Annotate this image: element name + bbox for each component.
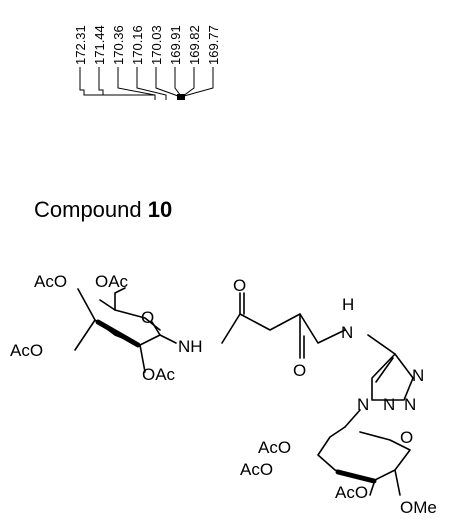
peak-label-1: 172.31 xyxy=(73,25,88,65)
atom-triazole-n-mid: N xyxy=(383,395,395,414)
atom-oac-top: OAc xyxy=(95,272,129,291)
atom-carbonyl-o-top: O xyxy=(233,276,246,295)
peak-label-8: 169.77 xyxy=(206,25,221,65)
peak-label-3: 170.36 xyxy=(111,25,126,65)
structure-bonds xyxy=(74,287,414,496)
linker-bonds xyxy=(221,313,346,344)
ring1-c4-c3 xyxy=(74,319,96,351)
atom-ring2-o: O xyxy=(400,428,413,447)
atom-ome: OMe xyxy=(400,498,437,517)
ring1-o-c1 xyxy=(151,321,161,336)
atom-aco-left: AcO xyxy=(10,341,43,360)
peak-label-2: 171.44 xyxy=(92,25,107,65)
compound-title-number: 10 xyxy=(148,197,172,222)
atom-aco-r2-top: AcO xyxy=(258,438,291,457)
ring1-c5-c6 xyxy=(114,287,126,311)
atom-oac-bottom: OAc xyxy=(142,365,176,384)
atom-labels: AcO OAc O AcO NH OAc O O H N N N N N O A… xyxy=(10,272,437,517)
peak-labels: 172.31 171.44 170.36 170.16 170.03 169.9… xyxy=(73,25,221,65)
ring2-oac xyxy=(369,479,376,496)
atom-aco-top-left: AcO xyxy=(34,272,67,291)
atom-aco-r2-mid: AcO xyxy=(240,460,273,479)
peak-label-7: 169.82 xyxy=(187,25,202,65)
peak-connector-8 xyxy=(183,67,214,100)
ring2-bold-edge xyxy=(335,469,377,484)
peak-connector-2 xyxy=(98,67,104,95)
ring2-ome xyxy=(394,469,401,496)
peak-connector-1 xyxy=(79,67,155,96)
peak-label-6: 169.91 xyxy=(168,25,183,65)
ring1-c2-o xyxy=(139,344,146,373)
compound-title: Compound 10 xyxy=(34,197,172,222)
carbonyl-1 xyxy=(239,292,245,315)
triazole-double xyxy=(375,357,394,383)
peak-label-5: 170.03 xyxy=(149,25,164,65)
peak-connector-4 xyxy=(136,67,167,100)
nmr-peak-list xyxy=(79,67,214,100)
peak-label-4: 170.16 xyxy=(130,25,145,65)
atom-carbonyl-o-bottom: O xyxy=(293,361,306,380)
atom-triazole-n1: N xyxy=(357,395,369,414)
ring1-c1-n xyxy=(159,334,177,344)
triazole-to-sugar2 xyxy=(344,409,361,428)
compound-title-prefix: Compound xyxy=(34,197,148,222)
carbonyl-2 xyxy=(299,313,305,359)
triazole-ring xyxy=(371,353,414,401)
atom-triazole-n-right: N xyxy=(412,366,424,385)
atom-ring1-o: O xyxy=(141,308,154,327)
triazole-link xyxy=(367,334,396,355)
atom-triazole-n3: N xyxy=(404,395,416,414)
peak-connector-3 xyxy=(117,67,156,100)
peak-cluster-mark xyxy=(177,94,185,100)
atom-n-amide: N xyxy=(341,323,353,342)
atom-nh-1: NH xyxy=(178,337,203,356)
atom-h-amide: H xyxy=(342,295,354,314)
ring1-bold-edge xyxy=(95,319,141,348)
atom-aco-r2-bottom: AcO xyxy=(335,483,368,502)
